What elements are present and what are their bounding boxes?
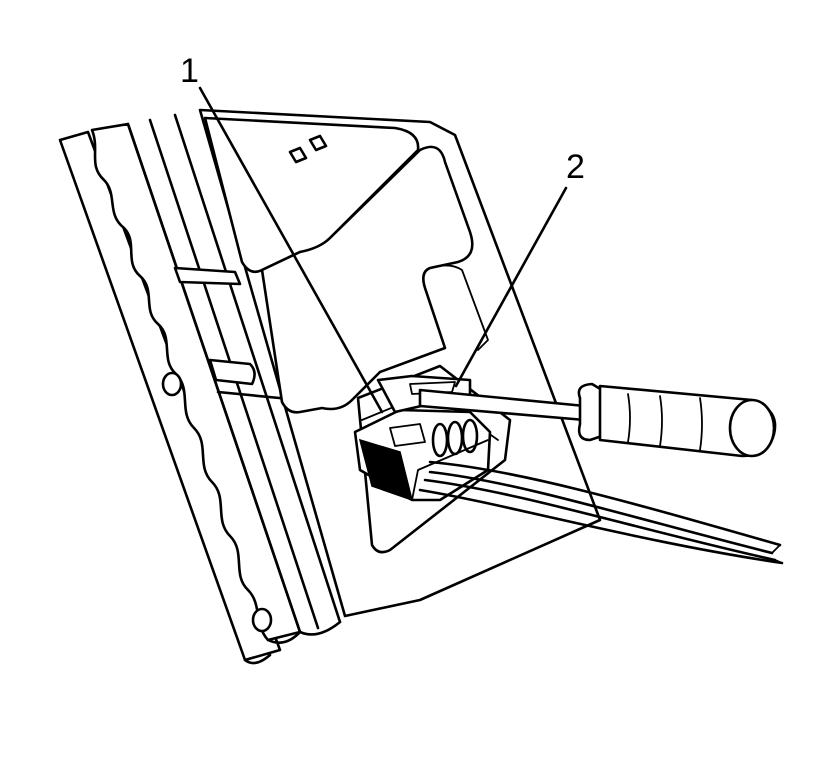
terminal-rib-1 <box>431 422 449 458</box>
screwdriver-handle-end <box>728 398 776 458</box>
callout-2-leader <box>454 186 568 388</box>
callout-1-leader <box>198 86 384 414</box>
wire-harness <box>418 460 784 565</box>
inner-panel-contour <box>429 264 489 351</box>
screwdriver-handle-groove-3 <box>699 397 703 451</box>
vent-square-right <box>308 134 328 152</box>
screwdriver-handle-groove-1 <box>627 393 631 443</box>
terminal-rib-2 <box>446 420 464 456</box>
wire-ends <box>771 544 783 564</box>
side-slot-upper <box>173 266 242 286</box>
housing-layer-line-3 <box>173 113 342 624</box>
face-raised-panels <box>203 116 489 414</box>
callout-2-label: 2 <box>566 148 585 186</box>
mount-hole-upper <box>161 371 183 397</box>
wire-upper-b <box>428 470 774 555</box>
screwdriver <box>418 382 777 458</box>
terminal-rib-3 <box>461 418 479 454</box>
wire-lower-b <box>418 488 784 565</box>
vent-square-left <box>288 146 308 164</box>
connector-rim <box>411 439 489 501</box>
housing-layer-line-1 <box>126 122 302 634</box>
wire-upper-a <box>428 460 782 547</box>
screwdriver-handle-groove-2 <box>659 395 663 447</box>
wire-lower-a <box>423 478 777 562</box>
housing-bottom-edge <box>243 620 342 665</box>
side-slot-middle <box>208 358 256 386</box>
callout-1-label: 1 <box>180 52 199 90</box>
mount-hole-lower <box>251 607 273 633</box>
connector-latch <box>389 423 426 447</box>
